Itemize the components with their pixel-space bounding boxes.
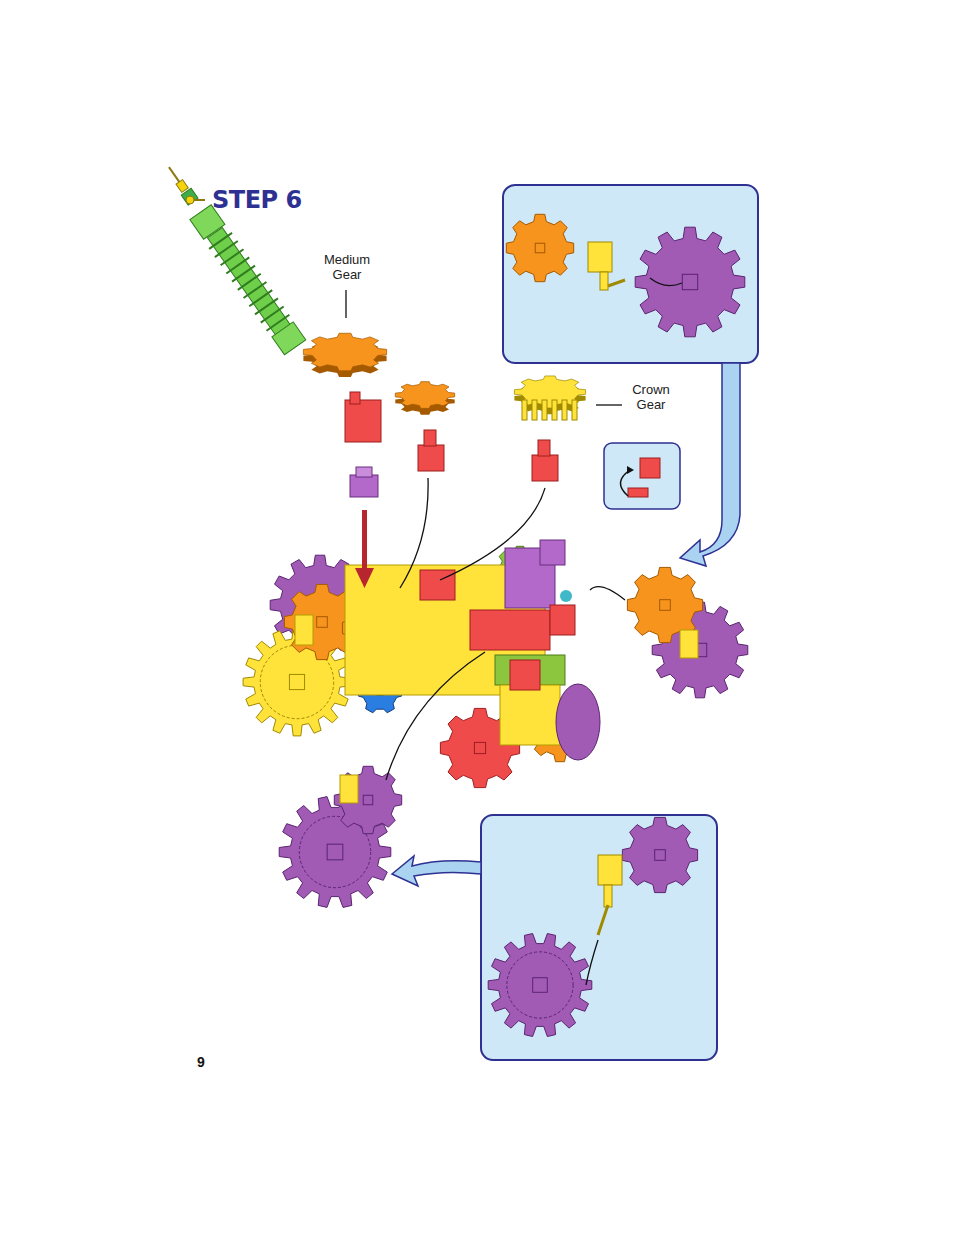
gear-ring [299,816,370,887]
callout-arrow [392,856,481,886]
purple-disc [556,684,600,760]
gear-hub [533,978,548,993]
tilted-gear [303,333,386,377]
red-peg [532,455,558,481]
crown-tooth [542,400,547,420]
gear [622,817,697,892]
yellow-connector [588,242,612,272]
part-name: Crown Gear [627,382,675,412]
yellow-connector [598,855,622,885]
page-number: 9 [197,1054,205,1070]
gear-hub [327,844,343,860]
gear-hub [655,850,666,861]
gear-hub [682,274,697,289]
gear [506,214,573,281]
inset-panel [503,185,758,363]
gear [635,227,745,337]
step-title: STEP 6 [212,186,302,214]
gear-parts [243,214,748,1036]
crown-tooth [532,400,537,420]
crown-tooth [562,400,567,420]
red-peg [418,445,444,471]
block-parts [157,159,698,935]
callout-arrow [680,363,740,566]
red-cube [640,458,660,478]
gear [488,934,592,1037]
red-block [345,400,381,442]
crown-tooth [552,400,557,420]
gear-hub [474,742,485,753]
tilted-gear [395,382,454,415]
gear-hub [289,674,304,689]
part-name: Medium Gear [312,252,382,282]
gear-hub [535,243,545,253]
gear-hub [660,600,671,611]
gear [334,766,401,833]
inset-panel [604,443,680,509]
red-arrow [355,510,374,588]
gear-hub [363,795,373,805]
inset-panel [481,815,717,1060]
gear-hub [317,617,328,628]
crown-tooth [572,400,577,420]
gear-ring [507,952,573,1018]
spring-axle [157,159,306,355]
leader-lines [346,278,682,985]
pin-icon [186,196,205,204]
purple-connector [350,475,378,497]
crown-tooth [522,400,527,420]
